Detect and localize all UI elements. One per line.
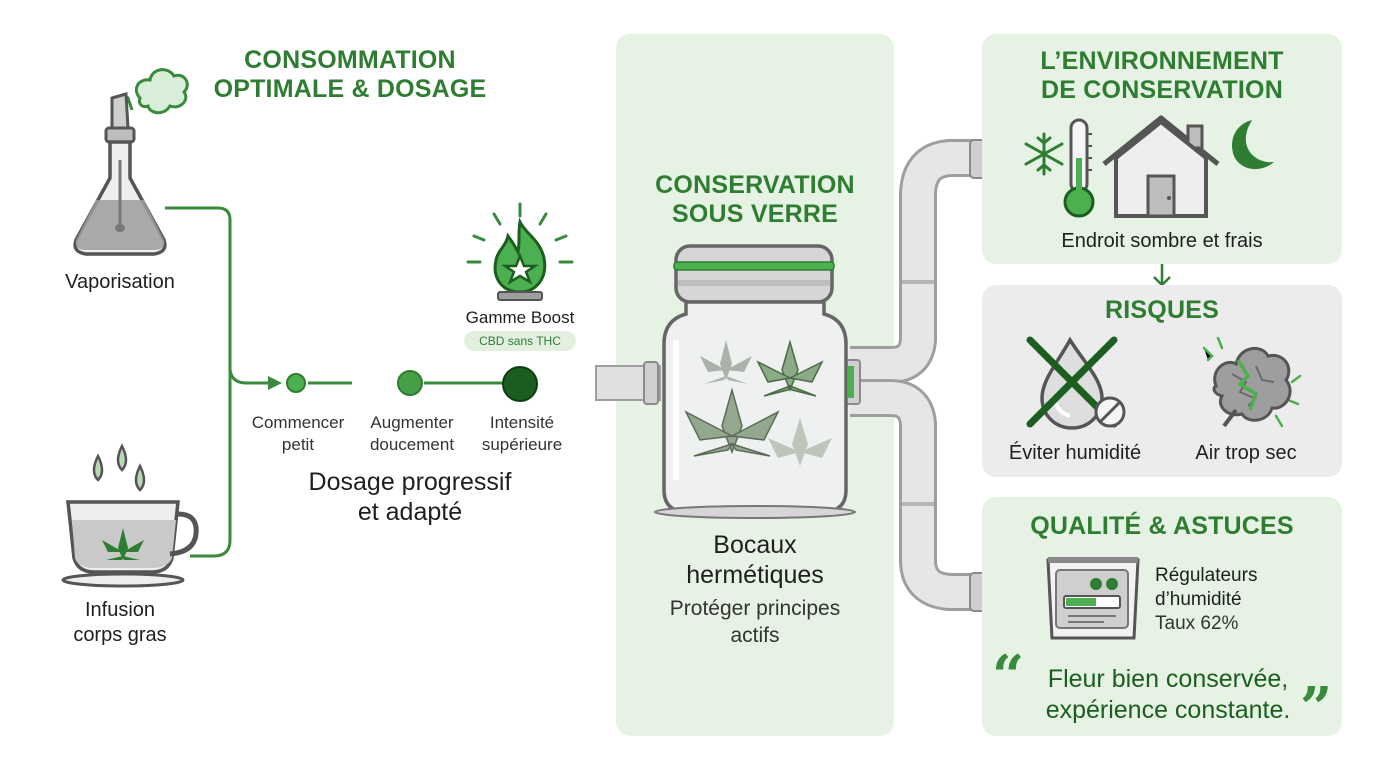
quality-title: QUALITÉ & ASTUCES	[1030, 512, 1294, 540]
dry-flower-icon	[1202, 336, 1302, 428]
flask-icon	[73, 68, 189, 256]
environment-caption: Endroit sombre et frais	[1061, 230, 1263, 252]
quality-panel	[982, 497, 1342, 736]
vaporisation-label: Vaporisation	[65, 271, 175, 293]
dosage-step-1-label: Commencer petit	[251, 413, 345, 454]
dosage-step-dot-1	[286, 373, 306, 393]
thermometer-icon	[1063, 118, 1095, 218]
snowflake-icon	[1024, 132, 1064, 176]
regulators-text: Régulateurs d’humidité Taux 62%	[1155, 565, 1258, 634]
moon-icon	[1232, 120, 1274, 170]
house-icon	[1102, 115, 1220, 218]
environment-title: L’ENVIRONNEMENT DE CONSERVATION	[1040, 47, 1284, 104]
humidity-drop-crossed-icon	[1026, 336, 1126, 430]
tea-cup-icon	[61, 443, 199, 588]
dosage-step-dot-2	[397, 370, 423, 396]
boost-flame-icon	[466, 202, 574, 301]
boost-name: Gamme Boost	[465, 308, 575, 327]
glass-jar-icon	[654, 244, 856, 519]
risks-title: RISQUES	[1105, 296, 1219, 324]
dry-air-label: Air trop sec	[1195, 442, 1297, 464]
quote-open-mark: “	[992, 643, 1025, 709]
infusion-label: Infusion corps gras	[73, 599, 167, 646]
jar-description: Protéger principes actifs	[669, 597, 841, 647]
avoid-humidity-label: Éviter humidité	[1008, 442, 1142, 464]
quote-close-mark: ”	[1300, 675, 1333, 741]
pipe-network	[595, 139, 992, 612]
dosage-title: Dosage progressif et adapté	[308, 468, 512, 526]
quality-quote: Fleur bien conservée, expérience constan…	[1045, 665, 1291, 724]
dosage-step-3-label: Intensité supérieure	[481, 413, 563, 454]
boost-tag-badge: CBD sans THC	[464, 331, 576, 351]
dosage-step-dot-3	[502, 366, 538, 402]
dosage-step-2-label: Augmenter doucement	[369, 413, 455, 454]
humidity-regulator-pack-icon	[1046, 557, 1140, 640]
jar-label: Bocaux hermétiques	[686, 531, 824, 589]
consumption-title: CONSOMMATION OPTIMALE & DOSAGE	[213, 46, 487, 103]
glass-title: CONSERVATION SOUS VERRE	[655, 171, 855, 228]
